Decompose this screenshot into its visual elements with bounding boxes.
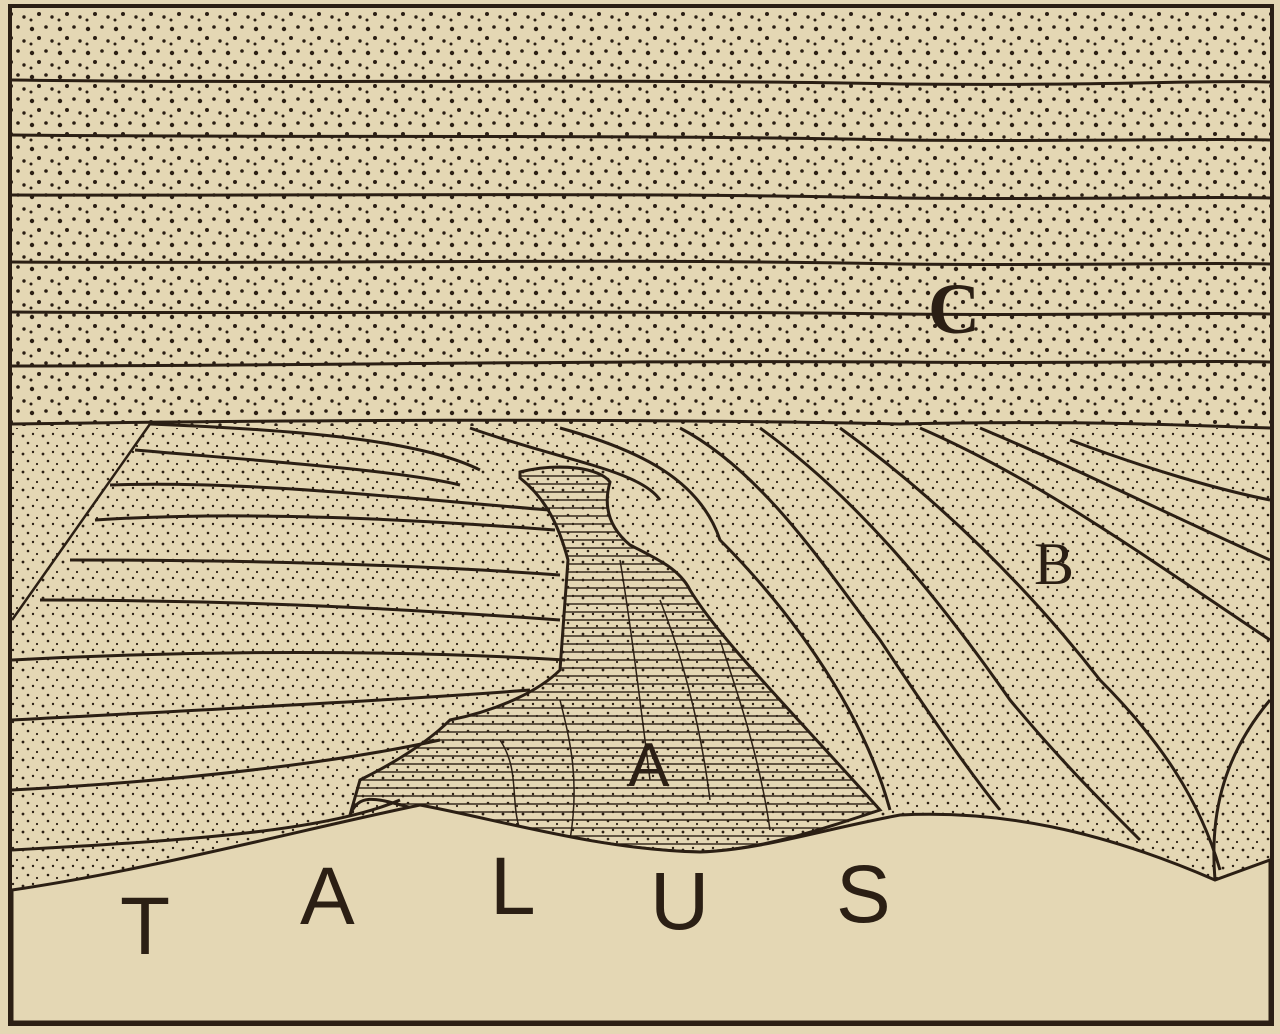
talus-letter-u: U — [650, 856, 710, 947]
talus-slope — [10, 803, 1272, 1024]
talus-letter-t: T — [120, 881, 171, 972]
talus-letter-a: A — [300, 851, 355, 942]
label-a: A — [628, 731, 670, 800]
label-b: B — [1034, 531, 1075, 597]
talus-letter-s: S — [836, 849, 891, 940]
talus-letter-l: L — [490, 841, 536, 932]
label-c: C — [928, 269, 980, 349]
stratum-c — [11, 8, 1271, 430]
